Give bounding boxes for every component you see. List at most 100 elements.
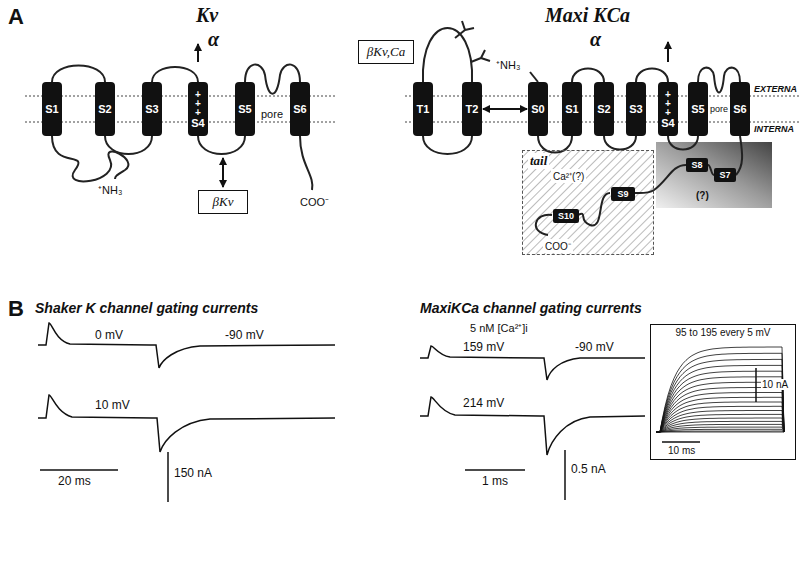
current-trace [656, 432, 784, 433]
tail-domain: tailCa²⁺(?) COO⁻ S10 S9 [522, 150, 654, 255]
panel-letter: B [8, 296, 24, 322]
membrane-segment: S5 [235, 82, 255, 136]
figure-label: COO⁻ [300, 194, 329, 209]
membrane-segment: S6 [290, 82, 310, 136]
node-text: S0 [531, 103, 544, 115]
current-trace [656, 411, 784, 433]
movement-arrows [198, 42, 668, 187]
node-text: tail [528, 153, 549, 169]
current-trace [656, 414, 784, 432]
membrane-segment: + + +S4 [188, 82, 208, 136]
figure-label: α [208, 28, 219, 51]
membrane-segment: S1 [562, 82, 582, 136]
current-trace [656, 359, 784, 432]
node-text: S5 [238, 103, 251, 115]
panel-letter: A [8, 4, 24, 30]
current-trace [656, 353, 784, 432]
figure-label: 10 mV [95, 398, 130, 412]
scale-bar [662, 441, 700, 443]
figure-label: 0 mV [95, 328, 123, 342]
node-text: 10 ms [667, 445, 696, 456]
membrane-segment: S3 [626, 82, 646, 136]
membrane-segment: T1 [413, 82, 433, 136]
membrane-segment: S5 [688, 82, 708, 136]
figure-label: 150 nA [174, 466, 212, 480]
node-text: S6 [293, 103, 306, 115]
node-text: S7 [719, 170, 730, 180]
inset-box: 95 to 195 every 5 mV 10 nA 10 ms [650, 324, 796, 460]
node-text: + + + [194, 90, 202, 117]
membrane-segment: S6 [730, 82, 750, 136]
current-trace [656, 429, 784, 432]
core-domain: (?) S8S7 [656, 142, 772, 208]
membrane-segment: S1 [42, 82, 62, 136]
figure-label: -90 mV [225, 328, 264, 342]
node-text: S3 [145, 103, 158, 115]
current-family [650, 324, 796, 460]
current-trace [656, 424, 784, 432]
node-text: S4 [661, 117, 674, 129]
figure-label: Shaker K channel gating currents [35, 300, 258, 316]
node-text: S1 [565, 103, 578, 115]
segment-box: S7 [714, 168, 736, 182]
gating-current-traces [38, 323, 645, 455]
segment-box: S10 [553, 209, 579, 223]
node-text: (?) [696, 190, 709, 201]
current-trace [656, 427, 784, 432]
node-text: S5 [691, 103, 704, 115]
node-text: + + + [664, 90, 672, 117]
figure-label: pore [710, 104, 728, 114]
node-text: S2 [597, 103, 610, 115]
protein-chain [52, 21, 742, 235]
node-text: βKv [213, 194, 234, 210]
current-trace [656, 402, 784, 432]
node-text: βKv,Ca [367, 44, 405, 60]
scale-bars [40, 450, 565, 502]
figure-label: 5 nM [Ca²⁺]i [470, 320, 528, 335]
figure-label: ⁺NH₃ [496, 57, 520, 72]
interaction-arrow [483, 108, 527, 110]
node-text: T2 [466, 103, 479, 115]
tail-hatch [522, 150, 654, 255]
figure-label: 0.5 nA [571, 462, 606, 476]
node-text: S1 [45, 103, 58, 115]
node-text: S2 [98, 103, 111, 115]
figure-label: EXTERNA [754, 84, 797, 94]
membrane-segment: S3 [142, 82, 162, 136]
scale-bar [755, 368, 757, 402]
subunit-box: βKv,Ca [358, 40, 414, 64]
current-trace [656, 388, 784, 433]
node-text: 95 to 195 every 5 mV [651, 327, 795, 338]
figure-label: Maxi KCa [545, 4, 630, 27]
figure-label: pore [261, 108, 283, 120]
node-text: S10 [558, 211, 574, 221]
membrane-segment: S2 [594, 82, 614, 136]
current-trace [656, 406, 784, 432]
current-trace [656, 393, 784, 433]
figure-label: 159 mV [463, 340, 504, 354]
shaded-region [656, 142, 772, 208]
membrane-segment: S2 [95, 82, 115, 136]
node-text: T1 [417, 103, 430, 115]
figure-label: INTERNA [754, 124, 794, 134]
figure-label: Kv [196, 4, 218, 27]
node-text: S6 [733, 103, 746, 115]
node-text: S8 [691, 160, 702, 170]
segment-box: S8 [686, 158, 708, 172]
figure-label: ⁺NH₃ [98, 182, 122, 197]
current-trace [656, 431, 784, 432]
segment-box: S9 [611, 187, 635, 201]
figure-label: 214 mV [463, 396, 504, 410]
node-text: S3 [629, 103, 642, 115]
node-text: 10 nA [761, 379, 789, 390]
membrane-segment: + + +S4 [658, 82, 678, 136]
node-text: S4 [191, 117, 204, 129]
node-text: S9 [617, 189, 628, 199]
figure-label: α [590, 28, 601, 51]
node-text: COO⁻ [543, 239, 573, 253]
node-text: Ca²⁺(?) [551, 169, 586, 183]
figure-label: 20 ms [58, 474, 91, 488]
